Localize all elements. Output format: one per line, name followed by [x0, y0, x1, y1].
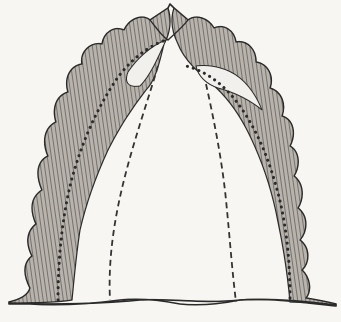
figure-canvas — [0, 0, 341, 322]
anatomical-engraving-diagram — [0, 0, 341, 322]
